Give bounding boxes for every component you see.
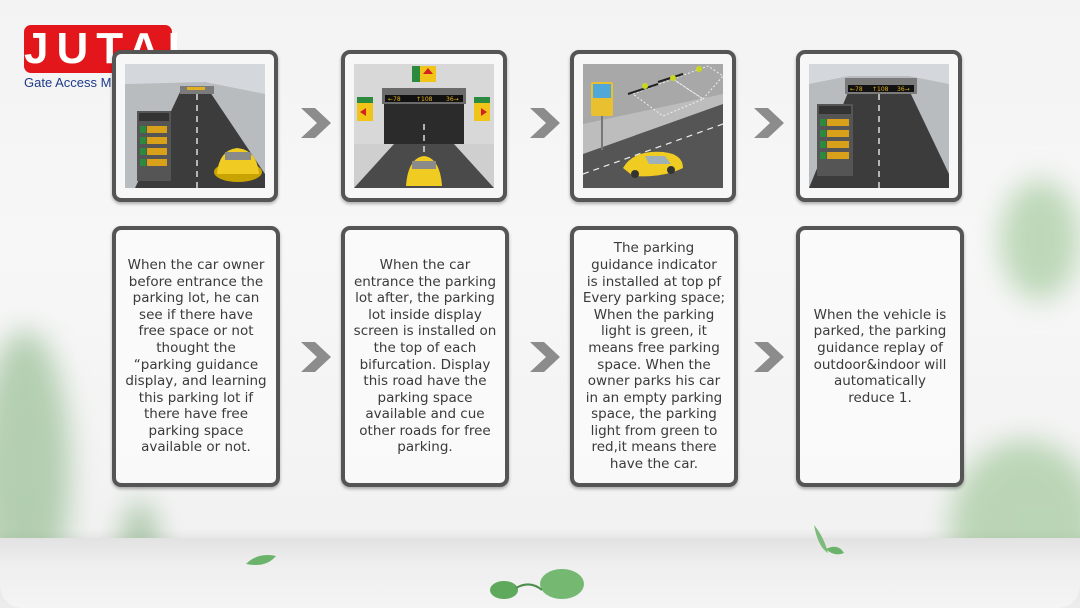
svg-text:36→: 36→	[897, 86, 910, 93]
step-4-image: ←78 ↑108 36→	[796, 50, 962, 202]
svg-text:←78: ←78	[388, 96, 401, 103]
floor	[0, 538, 1080, 608]
chevron-right-icon	[754, 108, 784, 138]
chevron-right-icon	[530, 108, 560, 138]
sprout-leaves-icon	[490, 569, 584, 599]
leaf-icon	[246, 555, 276, 565]
parking-space-indicator-illustration	[583, 64, 723, 188]
updated-displays-illustration: ←78 ↑108 36→	[809, 64, 949, 188]
step-3-description: The parking guidance indicator is instal…	[582, 240, 726, 473]
svg-text:←78: ←78	[850, 86, 863, 93]
entrance-ramp-illustration	[125, 64, 265, 188]
step-4-description: When the vehicle is parked, the parking …	[813, 306, 947, 406]
step-3-image	[570, 50, 736, 202]
step-1-description: When the car owner before entrance the p…	[125, 256, 267, 456]
step-1-card: When the car owner before entrance the p…	[112, 226, 280, 487]
step-2-card: When the car entrance the parking lot af…	[341, 226, 509, 487]
step-3-card: The parking guidance indicator is instal…	[570, 226, 738, 487]
svg-text:↑108: ↑108	[416, 96, 433, 103]
svg-text:36→: 36→	[446, 96, 459, 103]
bifurcation-display-illustration: ←78 ↑108 36→	[354, 64, 494, 188]
background-foliage-right-top	[1000, 180, 1080, 300]
step-1-image	[112, 50, 278, 202]
step-2-description: When the car entrance the parking lot af…	[353, 256, 497, 456]
leaf-icon	[814, 525, 844, 555]
step-2-image: ←78 ↑108 36→	[341, 50, 507, 202]
chevron-right-icon	[530, 342, 560, 372]
step-4-card: When the vehicle is parked, the parking …	[796, 226, 964, 487]
chevron-right-icon	[754, 342, 784, 372]
chevron-right-icon	[301, 342, 331, 372]
chevron-right-icon	[301, 108, 331, 138]
svg-text:↑108: ↑108	[872, 86, 889, 93]
